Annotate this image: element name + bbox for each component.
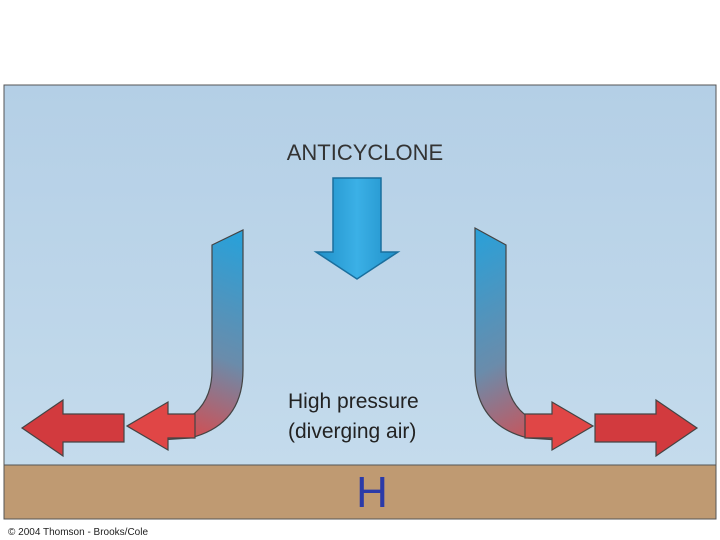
diagram-title: ANTICYCLONE <box>287 140 443 165</box>
right-outflow-arrow <box>594 398 699 458</box>
copyright-notice: © 2004 Thomson - Brooks/Cole <box>8 527 148 538</box>
left-outflow-arrow <box>20 398 125 458</box>
right-descending-flow <box>474 226 559 441</box>
high-pressure-label: High pressure <box>288 390 419 413</box>
left-flow-arrowhead <box>125 400 196 452</box>
diverging-air-label: (diverging air) <box>288 420 416 443</box>
right-flow-arrowhead <box>524 400 595 452</box>
ground-surface <box>3 464 717 520</box>
high-pressure-symbol: H <box>356 468 388 517</box>
sinking-air-arrow <box>313 177 401 280</box>
